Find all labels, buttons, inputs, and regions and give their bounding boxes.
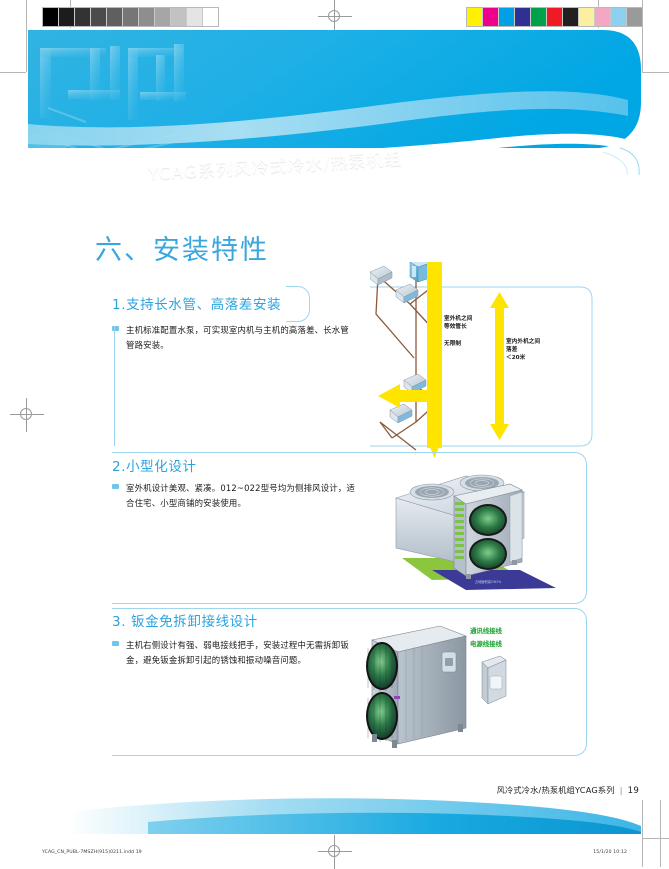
- label-power-wiring: 电源线接线: [470, 640, 502, 648]
- gray-swatch-1: [59, 8, 75, 26]
- gray-swatch-3: [91, 8, 107, 26]
- print-timestamp: 15/1/20 10:12: [593, 850, 627, 855]
- trim-mark-bottom-right-v: [642, 800, 643, 867]
- bullet-marker-icon: [112, 484, 119, 489]
- compact-unit-graphic: 占地面积减少61%: [394, 474, 556, 590]
- bullet-marker-icon: [112, 326, 119, 331]
- bullet-marker-icon: [112, 641, 119, 646]
- color-swatch-2: [499, 8, 515, 26]
- section-3-panel: [112, 608, 587, 756]
- gray-swatch-9: [187, 8, 203, 26]
- color-swatch-6: [563, 8, 579, 26]
- page-banner: YCAG系列风冷式冷水/热泵机组: [28, 30, 641, 185]
- gray-swatch-8: [171, 8, 187, 26]
- color-swatch-10: [627, 8, 642, 26]
- footer-separator: |: [619, 785, 623, 795]
- trim-mark-bottom-far-right-v: [660, 800, 661, 867]
- registration-crosshair-bottom: [318, 835, 352, 869]
- color-swatch-1: [483, 8, 499, 26]
- footer-page-number: 19: [627, 786, 639, 796]
- gray-swatch-10: [203, 8, 218, 26]
- trim-mark-left-v: [26, 0, 27, 72]
- color-swatch-9: [611, 8, 627, 26]
- diagram-label-equivalent-length: 室外机之间 等效管长: [444, 316, 473, 330]
- gray-swatch-6: [139, 8, 155, 26]
- trim-mark-right-v: [642, 0, 643, 72]
- svg-text:占地面积减少61%: 占地面积减少61%: [475, 579, 501, 584]
- color-swatch-8: [595, 8, 611, 26]
- diagram-label-unlimited: 无限制: [444, 341, 462, 347]
- section-2-title: 2.小型化设计: [112, 459, 197, 475]
- print-file-name: YCAG_CN_PUBL-7MSZH(915)0211.indd 19: [42, 850, 142, 855]
- color-swatch-4: [531, 8, 547, 26]
- section-3-title: 3. 钣金免拆卸接线设计: [112, 614, 258, 630]
- color-swatch-5: [547, 8, 563, 26]
- footer-wave-graphic: [28, 792, 641, 834]
- wiring-unit-illustration: [358, 618, 568, 758]
- section-2-body: 室外机设计美观、紧凑。012~022型号均为侧排风设计，适合住宅、小型商铺的安装…: [126, 483, 356, 508]
- wiring-unit-graphic: [366, 625, 507, 748]
- color-swatch-3: [515, 8, 531, 26]
- trim-mark-bottom-right-h: [642, 838, 669, 839]
- trim-mark-top-right-h: [642, 72, 669, 73]
- footer-wave-svg: [68, 798, 641, 834]
- color-swatch-0: [467, 8, 483, 26]
- page-title: 六、安装特性: [95, 235, 269, 266]
- diagram-label-height-difference: 室内外机之间 落差 ＜20米: [506, 339, 541, 361]
- section-2-panel: [112, 452, 587, 604]
- section-1-title: 1.支持长水管、高落差安装: [112, 297, 282, 313]
- registration-crosshair-top: [318, 0, 352, 34]
- installation-diagram: 室外机之间 等效管长 无限制 室内外机之间 落差 ＜20米: [369, 256, 600, 462]
- compact-unit-illustration: 占地面积减少61%: [370, 462, 575, 594]
- gray-swatch-0: [43, 8, 59, 26]
- banner-graphic: [28, 30, 641, 175]
- page-footer: 风冷式冷水/热泵机组YCAG系列 | 19: [497, 784, 639, 796]
- section-1-body: 主机标准配置水泵，可实现室内机与主机的高落差、长水管管路安装。: [126, 325, 349, 350]
- gray-swatch-7: [155, 8, 171, 26]
- gray-swatch-2: [75, 8, 91, 26]
- label-communication-wiring: 通讯线接线: [470, 627, 502, 635]
- registration-crosshair-left: [10, 398, 44, 432]
- grayscale-calibration-strip: [42, 7, 219, 27]
- color-calibration-strip: [466, 7, 643, 27]
- section-1-bracket: [286, 286, 310, 322]
- trim-mark-top-left-h: [0, 72, 26, 73]
- section-1-vertical-rule: [114, 326, 115, 446]
- gray-swatch-4: [107, 8, 123, 26]
- color-swatch-7: [579, 8, 595, 26]
- footer-series-text: 风冷式冷水/热泵机组YCAG系列: [496, 785, 615, 795]
- installation-diagram-graphic: [369, 256, 593, 458]
- gray-swatch-5: [123, 8, 139, 26]
- section-3-body: 主机右侧设计有强、弱电接线把手，安装过程中无需拆卸钣金，避免钣金拆卸引起的锈蚀和…: [126, 640, 349, 665]
